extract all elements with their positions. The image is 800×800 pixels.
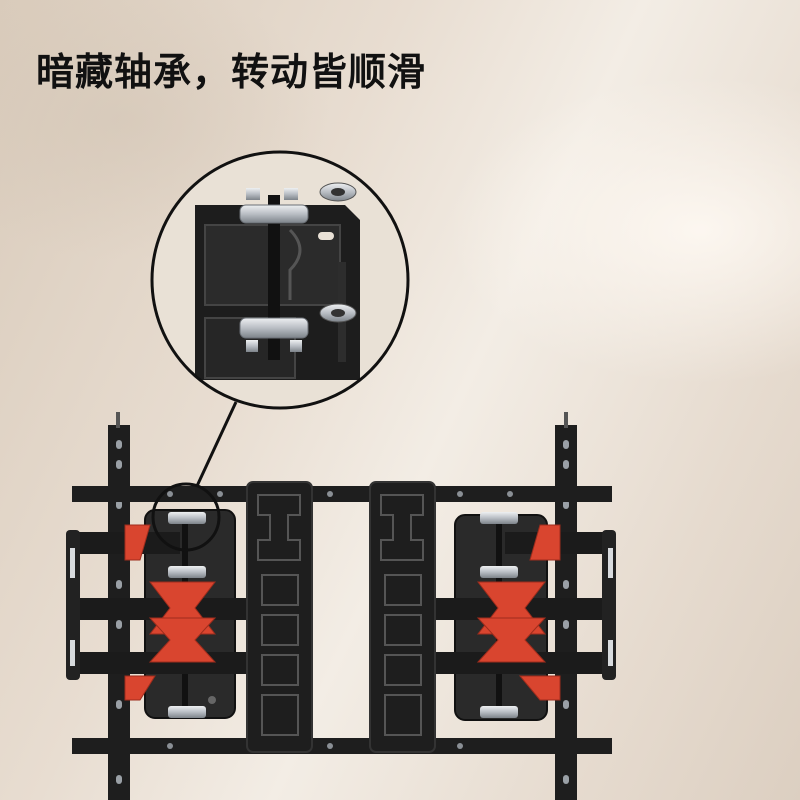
callout-connector-line bbox=[195, 401, 238, 487]
callout-target-circle bbox=[151, 482, 221, 552]
bearing-zoom-callout bbox=[150, 150, 410, 410]
right-orange-joints bbox=[476, 524, 561, 701]
center-bracket-left bbox=[246, 481, 313, 753]
headline: 暗藏轴承，转动皆顺滑 bbox=[36, 50, 427, 94]
center-bracket-right bbox=[369, 481, 436, 753]
left-orange-joints bbox=[124, 524, 217, 701]
